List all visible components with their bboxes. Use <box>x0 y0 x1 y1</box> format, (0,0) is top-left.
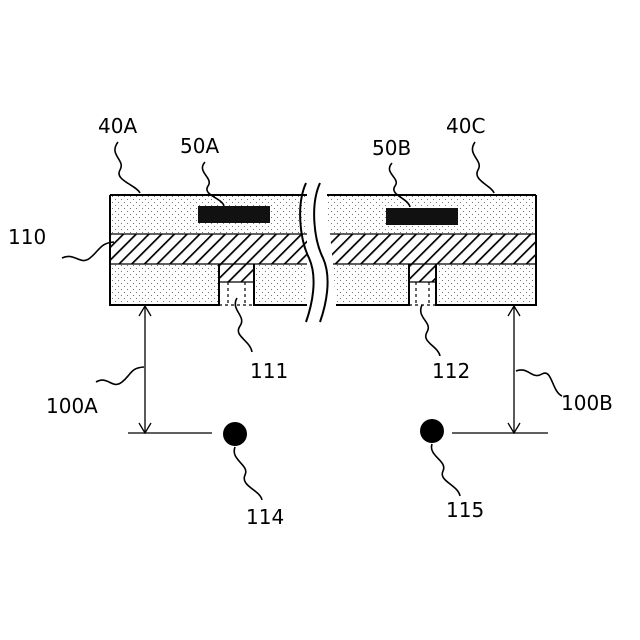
element-50b <box>386 208 458 225</box>
lower-block-left-a <box>110 264 219 305</box>
label-114: 114 <box>246 505 284 529</box>
label-100a: 100A <box>46 394 98 418</box>
label-111: 111 <box>250 359 288 383</box>
gap-100a-arrow <box>128 306 212 433</box>
label-50b: 50B <box>372 136 411 160</box>
opening-111-hatch <box>219 264 254 282</box>
label-115: 115 <box>446 498 484 522</box>
right-segment <box>324 195 536 305</box>
label-100b: 100B <box>561 391 613 415</box>
point-115 <box>420 419 444 443</box>
lower-block-right-a <box>333 264 409 305</box>
left-segment <box>110 195 320 305</box>
hatched-layer-110-right <box>330 234 536 264</box>
opening-112-hatch <box>409 264 436 282</box>
lower-block-right-b <box>436 264 536 305</box>
hatched-layer-110-left <box>110 234 316 264</box>
label-40c: 40C <box>446 114 485 138</box>
point-114 <box>223 422 247 446</box>
label-110: 110 <box>8 225 46 249</box>
element-50a <box>198 206 270 223</box>
label-50a: 50A <box>180 134 219 158</box>
label-40a: 40A <box>98 114 137 138</box>
label-112: 112 <box>432 359 470 383</box>
